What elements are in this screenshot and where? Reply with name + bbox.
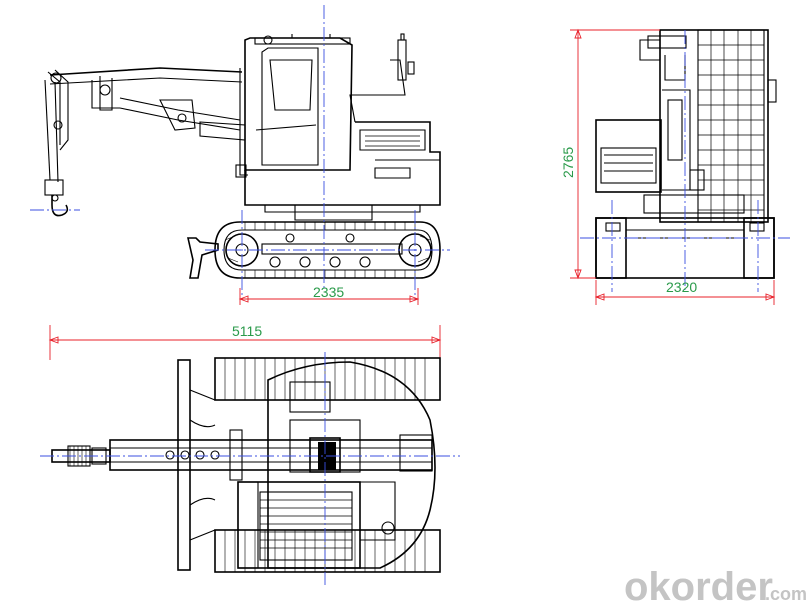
side-view-boom xyxy=(44,67,246,217)
dimension-label-5115: 5115 xyxy=(232,323,262,339)
top-view: 5115 xyxy=(40,323,460,585)
top-view-upper xyxy=(237,361,436,569)
dimension-overall-length: 5115 xyxy=(48,323,442,360)
dimension-height: 2765 xyxy=(560,28,660,280)
watermark-brand: okorder xyxy=(624,565,773,609)
side-view-cab xyxy=(235,34,353,178)
top-view-boom xyxy=(109,419,433,481)
dimension-label-2765: 2765 xyxy=(560,147,576,178)
side-view-body xyxy=(244,33,441,221)
side-view: 2335 xyxy=(30,5,450,305)
dimension-undercarriage: 2335 xyxy=(238,284,420,305)
top-view-blade xyxy=(177,359,216,571)
watermark: okorder .com xyxy=(624,565,807,609)
dimension-label-2335: 2335 xyxy=(313,284,344,300)
front-view-body xyxy=(595,29,777,223)
top-view-tracks xyxy=(214,357,441,573)
dimension-width: 2320 xyxy=(594,279,776,305)
watermark-suffix: .com xyxy=(765,584,807,604)
side-view-blade xyxy=(186,237,219,279)
dimension-label-2320: 2320 xyxy=(666,279,697,295)
front-view: 2765 2320 xyxy=(560,28,790,305)
